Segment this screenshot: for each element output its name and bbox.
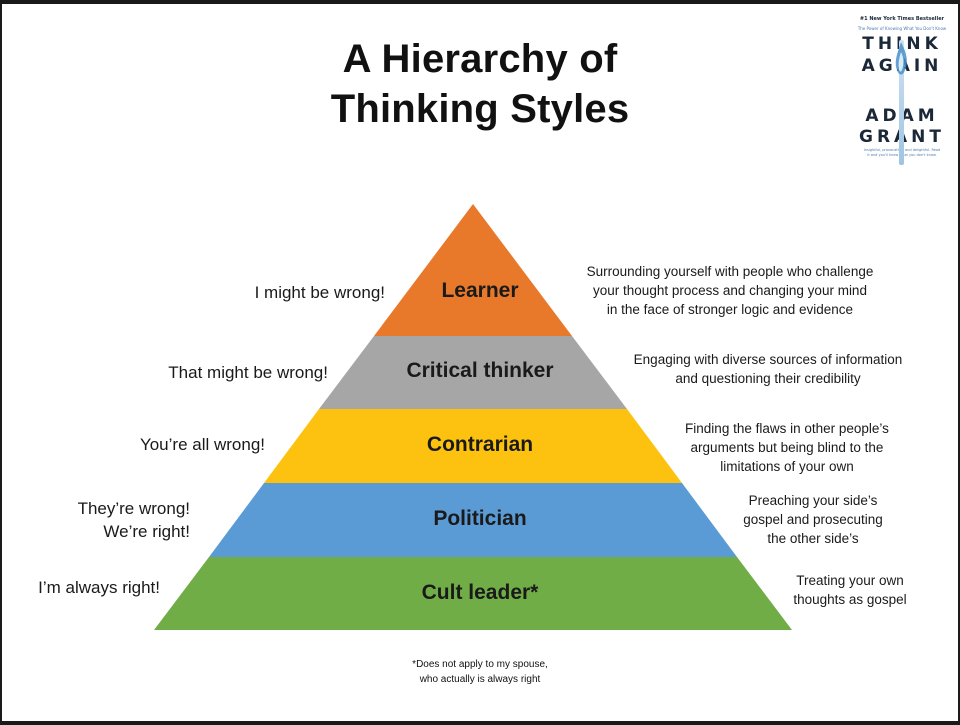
right-description-line: the other side’s xyxy=(767,531,859,546)
page-title: A Hierarchy of Thinking Styles xyxy=(300,34,660,134)
left-quote-critical-thinker: That might be wrong! xyxy=(100,361,328,384)
match-stick-icon xyxy=(899,40,904,165)
level-label-learner: Learner xyxy=(441,279,519,302)
pyramid-tier-learner xyxy=(374,204,572,336)
right-description-cult-leader: Treating your own thoughts as gospel xyxy=(775,571,925,609)
left-quote-learner: I might be wrong! xyxy=(160,281,385,304)
right-description-line: in the face of stronger logic and eviden… xyxy=(606,302,854,317)
right-description-line: Engaging with diverse sources of informa… xyxy=(633,352,903,367)
left-quote-politician: They’re wrong! We’re right! xyxy=(40,497,190,543)
right-description-learner: Surrounding yourself with people who cha… xyxy=(560,262,900,319)
pyramid-tier-politician xyxy=(209,483,737,557)
left-quote-contrarian: You’re all wrong! xyxy=(60,433,265,456)
flame-icon xyxy=(895,42,907,75)
left-quote-line: That might be wrong! xyxy=(168,363,328,382)
right-description-line: Preaching your side’s xyxy=(748,493,878,508)
left-quote-cult-leader: I’m always right! xyxy=(14,576,160,599)
pyramid-tier-contrarian xyxy=(264,409,682,483)
left-quote-line: We’re right! xyxy=(103,522,190,541)
left-quote-line: You’re all wrong! xyxy=(139,435,265,454)
right-description-line: Treating your own xyxy=(796,573,904,588)
right-description-line: arguments but being blind to the xyxy=(690,440,884,455)
right-description-politician: Preaching your side’s gospel and prosecu… xyxy=(718,491,908,548)
title-line-2: Thinking Styles xyxy=(330,87,630,131)
left-quote-line: They’re wrong! xyxy=(77,499,190,518)
right-description-line: Finding the flaws in other people’s xyxy=(685,421,889,436)
right-description-line: thoughts as gospel xyxy=(793,592,907,607)
pyramid-tier-critical-thinker xyxy=(319,336,627,409)
left-quote-line: I might be wrong! xyxy=(254,283,385,302)
right-description-critical-thinker: Engaging with diverse sources of informa… xyxy=(610,350,926,388)
right-description-line: limitations of your own xyxy=(720,459,854,474)
footnote-line-2: who actually is always right xyxy=(419,674,541,685)
right-description-line: Surrounding yourself with people who cha… xyxy=(586,264,874,279)
book-subtitle: The Power of Knowing What You Don't Know xyxy=(857,26,947,31)
title-line-1: A Hierarchy of xyxy=(342,37,618,81)
right-description-line: and questioning their credibility xyxy=(675,371,861,386)
level-label-critical-thinker: Critical thinker xyxy=(406,359,554,382)
level-label-cult-leader: Cult leader* xyxy=(421,581,539,604)
level-label-politician: Politician xyxy=(433,507,527,530)
right-description-contrarian: Finding the flaws in other people’s argu… xyxy=(662,419,912,476)
right-description-line: your thought process and changing your m… xyxy=(593,283,867,298)
footnote-line-1: *Does not apply to my spouse, xyxy=(412,659,548,670)
left-quote-line: I’m always right! xyxy=(38,578,160,597)
book-bestseller-label: #1 New York Times Bestseller xyxy=(859,16,945,22)
footnote: *Does not apply to my spouse, who actual… xyxy=(340,657,620,687)
level-label-contrarian: Contrarian xyxy=(426,433,534,456)
pyramid-tier-cult-leader xyxy=(154,557,792,630)
right-description-line: gospel and prosecuting xyxy=(743,512,883,527)
